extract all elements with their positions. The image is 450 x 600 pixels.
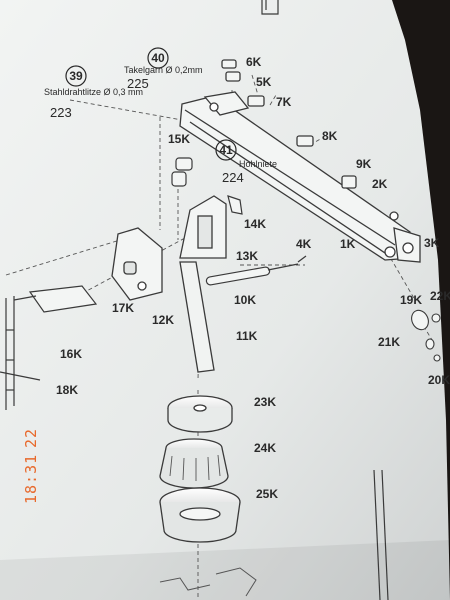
callout-circle-39 <box>65 65 87 87</box>
part-label: 21K <box>378 335 400 349</box>
callout-40-ref: 225 <box>127 76 149 91</box>
right-margin-rail-drawing <box>373 469 389 600</box>
cutoff-drawing-top <box>261 0 279 15</box>
parts-4k-10k-drawing <box>205 255 307 286</box>
callout-40-name: Takelgarn Ø 0,2mm <box>124 65 203 75</box>
part-label: 19K <box>400 293 422 307</box>
part-label: 10K <box>234 293 256 307</box>
parts-19k-22k-drawing <box>411 309 441 362</box>
parts-12k-17k-drawing <box>111 227 163 301</box>
part-label: 16K <box>60 347 82 361</box>
callout-41-ref: 224 <box>222 170 244 185</box>
part-label: 5K <box>256 75 272 89</box>
parts-23k-25k-drawing <box>159 395 241 543</box>
callout-40-number: 40 <box>151 51 165 65</box>
part-label: 24K <box>254 441 276 455</box>
part-label: 23K <box>254 395 276 409</box>
callout-39-ref: 223 <box>50 105 72 120</box>
part-11k-hose-drawing <box>179 261 215 373</box>
callout-41-number: 41 <box>219 143 233 157</box>
timestamp-time: 18:31 <box>22 454 40 504</box>
boom-arm-diagram <box>179 59 421 263</box>
part-label: 3K <box>424 236 440 250</box>
callout-41-name: Hohlniete <box>239 159 277 169</box>
part-label: 6K <box>246 55 262 69</box>
timestamp-date: 22 <box>22 428 40 448</box>
part-label: 25K <box>256 487 278 501</box>
part-label: 9K <box>356 157 372 171</box>
callout-39-name: Stahldrahtlitze Ø 0,3 mm <box>44 87 143 97</box>
callout-39-number: 39 <box>69 69 83 83</box>
part-15k-drawing <box>171 157 193 187</box>
part-label: 18K <box>56 383 78 397</box>
part-label: 7K <box>276 95 292 109</box>
bottom-sketch-fragments <box>159 567 257 597</box>
part-label: 2K <box>372 177 388 191</box>
callout-circle-40 <box>147 47 169 69</box>
part-label: 12K <box>152 313 174 327</box>
part-label: 13K <box>236 249 258 263</box>
part-label: 11K <box>236 329 258 343</box>
camera-timestamp: 18:31 22 <box>22 428 40 504</box>
part-label: 15K <box>168 132 190 146</box>
part-label: 20K <box>428 373 450 387</box>
callout-circle-41 <box>215 139 237 161</box>
part-label: 22K <box>430 289 450 303</box>
part-label: 4K <box>296 237 312 251</box>
part-label: 8K <box>322 129 338 143</box>
parts-16k-18k-drawing <box>0 285 98 410</box>
part-14k-drawing <box>227 195 243 215</box>
part-13k-drawing <box>179 195 227 259</box>
part-label: 17K <box>112 301 134 315</box>
part-label: 14K <box>244 217 266 231</box>
part-label: 1K <box>340 237 356 251</box>
